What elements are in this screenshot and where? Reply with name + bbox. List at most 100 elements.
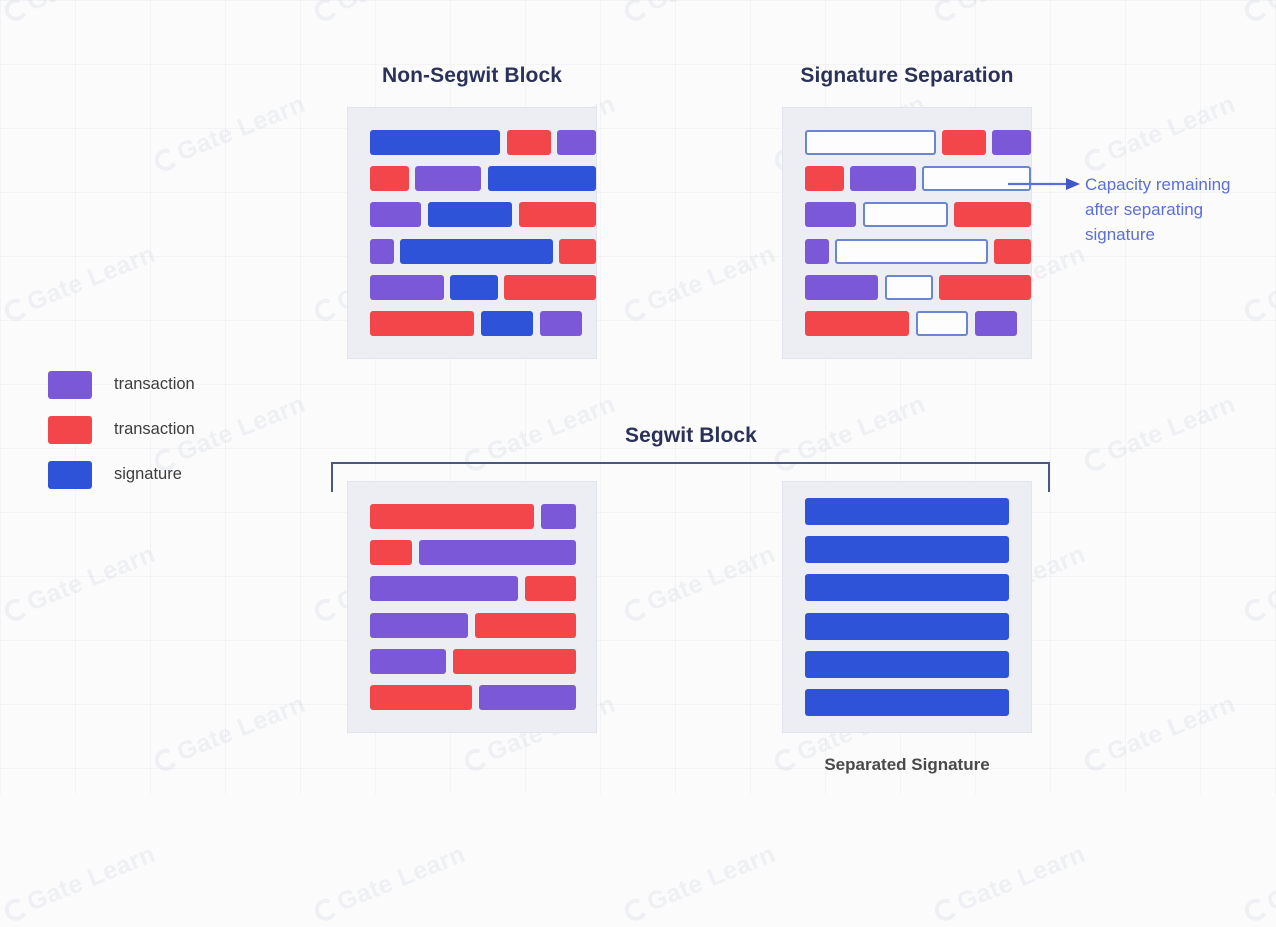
segwit-rows <box>348 482 596 732</box>
block-row <box>805 306 1031 342</box>
watermark-text: Gate Learn <box>310 840 470 927</box>
block-cell-tx-red <box>453 648 576 674</box>
block-cell-tx-red <box>518 202 597 228</box>
legend-item: transaction <box>48 407 195 452</box>
signature-separation-title: Signature Separation <box>800 64 1014 87</box>
separated-signature-caption: Separated Signature <box>824 755 990 774</box>
block-cell-empty-slot <box>862 202 948 228</box>
block-cell-gap <box>446 649 453 674</box>
block-cell-gap <box>844 166 850 191</box>
legend-swatch-signature-blue <box>48 460 92 489</box>
block-cell-tx-red <box>370 165 409 191</box>
block-cell-tx-red <box>953 202 1032 228</box>
block-cell-gap <box>412 540 419 565</box>
block-row <box>805 197 1032 233</box>
block-cell-tx-purple <box>540 311 582 337</box>
block-row <box>370 643 596 679</box>
signature-separation-rows <box>783 108 1032 358</box>
block-cell-gap <box>948 202 954 227</box>
separated-signature-bar <box>805 612 1009 640</box>
block-cell-gap <box>856 202 862 227</box>
block-cell-tx-purple <box>992 129 1031 155</box>
block-row <box>370 306 596 342</box>
block-cell-gap <box>909 311 916 336</box>
block-cell-tx-red <box>504 274 597 300</box>
legend-label: transaction <box>114 375 195 393</box>
separated-signature-bar <box>805 536 1009 564</box>
block-cell-gap <box>472 685 479 710</box>
block-cell-tx-purple <box>370 202 422 228</box>
block-cell-tx-red <box>506 129 551 155</box>
block-cell-gap <box>500 130 506 155</box>
block-cell-tx-red <box>942 129 987 155</box>
legend-item: transaction <box>48 362 195 407</box>
watermark-logo-icon <box>931 895 961 925</box>
block-cell-tx-red <box>525 576 576 602</box>
block-row <box>370 269 597 305</box>
segwit-group-bracket <box>331 462 1050 492</box>
block-cell-empty-slot <box>916 311 968 337</box>
block-cell-tx-red <box>370 503 534 529</box>
capacity-annotation-arrow <box>1008 178 1080 190</box>
block-cell-gap <box>878 275 884 300</box>
block-cell-tx-purple <box>479 685 576 711</box>
block-cell-gap <box>534 504 541 529</box>
block-cell-tx-purple <box>805 274 879 300</box>
watermark-text: Gate Learn <box>620 840 780 927</box>
non-segwit-block-panel <box>347 107 597 359</box>
block-cell-sig-blue <box>449 274 498 300</box>
watermark-text: Gate Learn <box>0 840 160 927</box>
block-cell-sig-blue <box>370 129 501 155</box>
segwit-block-panel <box>347 481 597 733</box>
block-row <box>805 233 1031 269</box>
block-cell-tx-purple <box>370 238 394 264</box>
capacity-annotation-text: Capacity remaining after separating sign… <box>1085 172 1276 247</box>
watermark-logo-icon <box>311 895 341 925</box>
block-cell-sig-blue <box>487 165 596 191</box>
block-cell-gap <box>474 311 481 336</box>
block-cell-tx-red <box>559 238 597 264</box>
watermark-text: Gate Learn <box>930 840 1090 927</box>
annotation-line-3: signature <box>1085 225 1155 244</box>
block-cell-gap <box>512 202 518 227</box>
segwit-block-title: Segwit Block <box>625 424 757 447</box>
block-row <box>805 269 1031 305</box>
block-cell-tx-purple <box>370 576 518 602</box>
separated-signature-bar <box>805 574 1009 602</box>
watermark-logo-icon <box>1241 895 1271 925</box>
block-row <box>370 571 596 607</box>
block-cell-tx-purple <box>370 274 444 300</box>
block-row <box>370 197 597 233</box>
block-cell-tx-red <box>475 612 576 638</box>
legend-swatch-transaction-red <box>48 415 92 444</box>
block-row <box>370 607 596 643</box>
legend-label: signature <box>114 465 182 483</box>
block-cell-tx-purple <box>557 129 596 155</box>
block-row <box>370 680 596 716</box>
annotation-line-2: after separating <box>1085 200 1204 219</box>
block-row <box>370 498 596 534</box>
separated-signature-bar <box>805 688 1009 716</box>
watermark-logo-icon <box>621 895 651 925</box>
watermark-text: Gate Learn <box>1240 840 1276 927</box>
block-row <box>370 160 596 196</box>
non-segwit-block-title: Non-Segwit Block <box>381 64 563 87</box>
non-segwit-rows <box>348 108 597 358</box>
block-cell-tx-red <box>994 238 1031 264</box>
block-cell-tx-purple <box>849 165 916 191</box>
block-cell-tx-red <box>370 685 472 711</box>
block-cell-tx-red <box>805 311 909 337</box>
block-cell-empty-slot <box>835 238 988 264</box>
block-cell-sig-blue <box>481 311 533 337</box>
annotation-line-1: Capacity remaining <box>1085 175 1231 194</box>
legend-label: transaction <box>114 420 195 438</box>
block-cell-gap <box>481 166 487 191</box>
block-cell-tx-purple <box>415 165 482 191</box>
block-cell-gap <box>421 202 427 227</box>
block-cell-gap <box>444 275 450 300</box>
block-cell-tx-purple <box>805 238 829 264</box>
block-cell-gap <box>468 613 475 638</box>
block-cell-gap <box>533 311 540 336</box>
block-cell-tx-purple <box>975 311 1017 337</box>
block-row <box>370 233 597 269</box>
